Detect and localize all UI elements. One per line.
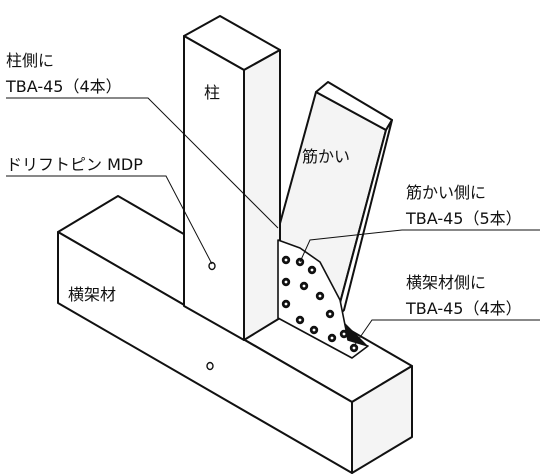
column-front-face	[183, 35, 245, 341]
beam-side-spec: TBA-45（4本）	[405, 299, 522, 318]
column-label: 柱	[204, 83, 220, 102]
column-side-label: 柱側に	[6, 51, 54, 70]
beam-side-label: 横架材側に	[406, 273, 486, 292]
leader-lines	[6, 97, 540, 347]
brace-side-spec: TBA-45（5本）	[405, 209, 522, 228]
column	[183, 15, 281, 341]
beam-drift-pin-hole	[206, 361, 214, 371]
beam-end-face	[351, 365, 413, 474]
brace-side-label: 筋かい側に	[406, 183, 486, 202]
brace-label: 筋かい	[302, 147, 350, 166]
plate-body	[277, 239, 369, 359]
leader-brace-screws	[299, 229, 540, 263]
leader-drift-pin	[6, 175, 213, 265]
metal-plate	[277, 239, 369, 359]
brace-front-face	[335, 119, 393, 319]
leader-column-screws	[6, 97, 279, 229]
column-side-face	[243, 49, 281, 341]
beam-label: 横架材	[68, 285, 116, 304]
screw-cores	[284, 258, 356, 350]
leader-beam-screws	[353, 319, 540, 347]
column-side-spec: TBA-45（4本）	[5, 77, 122, 96]
labels: 柱 筋かい 横架材 柱側に TBA-45（4本） ドリフトピン MDP 筋かい側…	[5, 51, 522, 318]
column-drift-pin-hole	[208, 261, 216, 271]
drift-pin-label: ドリフトピン MDP	[6, 155, 143, 174]
